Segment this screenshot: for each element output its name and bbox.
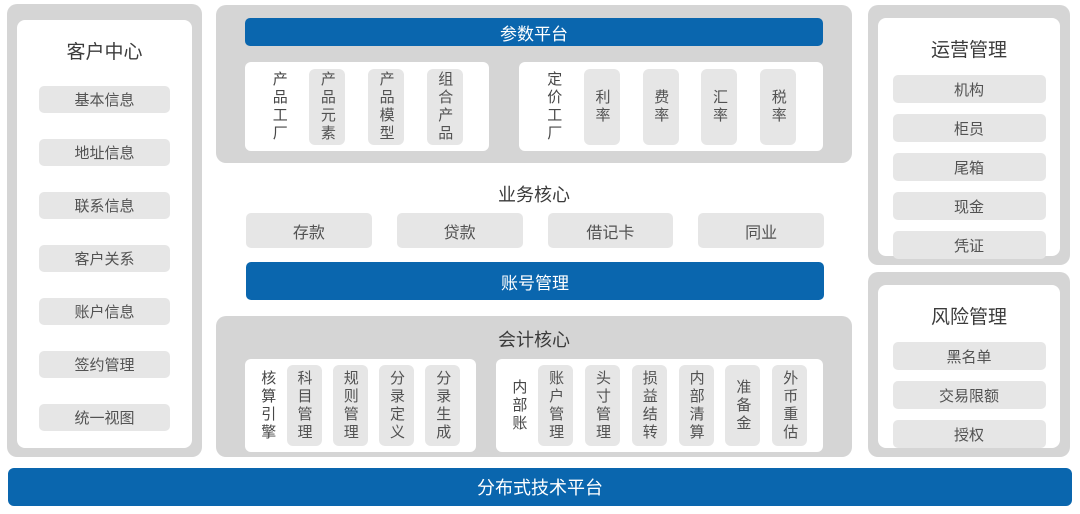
product-factory-label: 产品工厂 xyxy=(270,70,288,143)
module-interest-rate: 利率 xyxy=(583,68,620,145)
module-position-mgmt: 头寸管理 xyxy=(584,365,620,446)
operations-mgmt-panel: 运营管理 机构 柜员 尾箱 现金 凭证 xyxy=(868,5,1070,265)
module-voucher: 凭证 xyxy=(892,231,1046,259)
accounting-core-title: 会计核心 xyxy=(498,330,570,350)
account-mgmt-bar: 账号管理 xyxy=(246,262,824,300)
module-tax-rate: 税率 xyxy=(760,68,797,145)
business-core-title: 业务核心 xyxy=(498,185,570,205)
customer-center-items: 基本信息 地址信息 联系信息 客户关系 账户信息 签约管理 统一视图 xyxy=(39,86,170,431)
customer-center-panel: 客户中心 基本信息 地址信息 联系信息 客户关系 账户信息 签约管理 统一视图 xyxy=(7,4,202,457)
module-subject-mgmt: 科目管理 xyxy=(286,365,322,446)
module-account-mgmt: 账户管理 xyxy=(538,365,574,446)
module-blacklist: 黑名单 xyxy=(892,342,1046,370)
module-contact-info: 联系信息 xyxy=(39,192,170,219)
parameter-platform-panel: 参数平台 产品工厂 产品元素 产品模型 组合产品 定价工厂 利率 费率 汇率 税… xyxy=(216,5,852,163)
accounting-core-groups: 核算引擎 科目管理 规则管理 分录定义 分录生成 内部账 账户管理 头寸管理 损… xyxy=(245,359,823,452)
business-core-items: 存款 贷款 借记卡 同业 xyxy=(246,213,824,248)
parameter-platform-header: 参数平台 xyxy=(245,18,823,46)
module-cash-box: 尾箱 xyxy=(892,153,1046,181)
parameter-platform-groups: 产品工厂 产品元素 产品模型 组合产品 定价工厂 利率 费率 汇率 税率 xyxy=(245,62,823,151)
module-entry-definition: 分录定义 xyxy=(379,365,414,446)
customer-center-title: 客户中心 xyxy=(66,42,143,63)
operations-mgmt-title: 运营管理 xyxy=(930,40,1007,61)
module-address-info: 地址信息 xyxy=(39,139,170,166)
accounting-core-panel: 会计核心 核算引擎 科目管理 规则管理 分录定义 分录生成 内部账 账户管理 头… xyxy=(216,316,852,457)
module-combined-product: 组合产品 xyxy=(426,68,463,145)
risk-mgmt-items: 黑名单 交易限额 授权 xyxy=(892,342,1046,448)
module-cash: 现金 xyxy=(892,192,1046,220)
pricing-factory-group: 定价工厂 利率 费率 汇率 税率 xyxy=(519,62,823,151)
module-contract-mgmt: 签约管理 xyxy=(39,351,170,378)
module-deposit: 存款 xyxy=(246,213,372,248)
risk-mgmt-title: 风险管理 xyxy=(930,307,1007,328)
module-rule-mgmt: 规则管理 xyxy=(332,365,368,446)
product-factory-group: 产品工厂 产品元素 产品模型 组合产品 xyxy=(245,62,490,151)
module-customer-relation: 客户关系 xyxy=(39,245,170,272)
risk-mgmt-panel: 风险管理 黑名单 交易限额 授权 xyxy=(868,272,1070,457)
internal-account-label: 内部账 xyxy=(510,378,528,433)
module-loan: 贷款 xyxy=(396,213,523,248)
module-basic-info: 基本信息 xyxy=(39,86,170,113)
module-reserve: 准备金 xyxy=(725,365,761,446)
distributed-platform-bar: 分布式技术平台 xyxy=(8,468,1072,506)
module-authorization: 授权 xyxy=(892,420,1046,448)
pricing-factory-label: 定价工厂 xyxy=(545,70,563,143)
module-internal-clearing: 内部清算 xyxy=(678,365,714,446)
customer-center-card: 客户中心 基本信息 地址信息 联系信息 客户关系 账户信息 签约管理 统一视图 xyxy=(17,20,192,448)
module-unified-view: 统一视图 xyxy=(39,404,170,431)
module-pnl-carryover: 损益结转 xyxy=(631,365,667,446)
module-fx-revaluation: 外币重估 xyxy=(772,365,808,446)
module-transaction-limit: 交易限额 xyxy=(892,381,1046,409)
module-teller: 柜员 xyxy=(892,114,1046,142)
operations-mgmt-card: 运营管理 机构 柜员 尾箱 现金 凭证 xyxy=(878,18,1060,259)
module-product-model: 产品模型 xyxy=(368,68,405,145)
module-interbank: 同业 xyxy=(698,213,824,248)
module-debit-card: 借记卡 xyxy=(547,213,674,248)
module-institution: 机构 xyxy=(892,75,1046,103)
module-product-element: 产品元素 xyxy=(309,68,346,145)
module-fee-rate: 费率 xyxy=(642,68,679,145)
internal-account-group: 内部账 账户管理 头寸管理 损益结转 内部清算 准备金 外币重估 xyxy=(495,359,823,452)
accounting-engine-group: 核算引擎 科目管理 规则管理 分录定义 分录生成 xyxy=(245,359,476,452)
module-entry-generation: 分录生成 xyxy=(425,365,461,446)
risk-mgmt-card: 风险管理 黑名单 交易限额 授权 xyxy=(878,285,1060,448)
operations-mgmt-items: 机构 柜员 尾箱 现金 凭证 xyxy=(892,75,1046,259)
module-exchange-rate: 汇率 xyxy=(701,68,738,145)
accounting-engine-label: 核算引擎 xyxy=(259,369,277,442)
module-account-info: 账户信息 xyxy=(39,298,170,325)
